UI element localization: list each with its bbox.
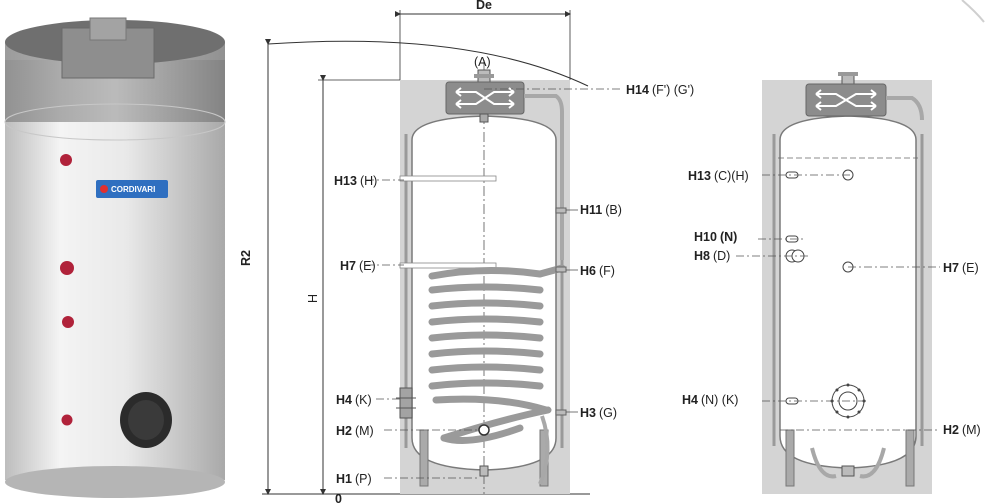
heating-coil [428, 264, 566, 444]
r2-label: R2 [239, 250, 253, 266]
front-h1-label: H1(P) [336, 472, 372, 486]
port-dot-1 [60, 154, 72, 166]
a-label: (A) [474, 55, 491, 69]
port-dot-4 [61, 414, 73, 426]
h2-port-icon [478, 424, 490, 436]
front-h2-label: H2(M) [336, 424, 374, 438]
side-h10-label: H10(N) [694, 230, 737, 244]
tank-base [5, 466, 225, 498]
brand-logo-text: CORDIVARI [111, 185, 155, 194]
exchanger-arrows-icon [455, 87, 515, 109]
side-h13-label: H13(C)(H) [688, 169, 749, 183]
brand-logo-icon [100, 185, 108, 193]
front-h3-label: H3(G) [580, 406, 617, 420]
h4-thermostat [399, 387, 413, 419]
top-fitting [89, 17, 127, 41]
side-h2-label: H2(M) [943, 423, 981, 437]
brand-label: CORDIVARI [96, 180, 168, 198]
front-h11-label: H11(B) [580, 203, 622, 217]
front-h6-label: H6(F) [580, 264, 615, 278]
product-photo: CORDIVARI [4, 17, 226, 498]
side-tank [779, 115, 917, 469]
side-exchanger-arrows-icon [815, 89, 877, 111]
front-drawing: De R2 H 0 (A) [239, 0, 694, 504]
de-label: De [476, 0, 492, 12]
side-drawing: H13(C)(H) H10(N) H8(D) H7(E) H4(N) (K) H… [682, 72, 981, 494]
zero-label: 0 [335, 492, 342, 504]
side-h8-label: H8(D) [694, 249, 730, 263]
port-dot-2 [60, 261, 74, 275]
front-h14-label: H14(F') (G') [626, 83, 694, 97]
tank-body [5, 60, 225, 480]
r2-arc [267, 40, 589, 87]
side-h4-label: H4(N) (K) [682, 393, 738, 407]
side-leg-right [905, 429, 915, 487]
top-rim [4, 103, 226, 141]
front-h4-label: H4(K) [336, 393, 372, 407]
h-label: H [306, 294, 320, 303]
front-h7-label: H7(E) [340, 259, 376, 273]
corner-curl [961, 0, 985, 23]
side-h7-label: H7(E) [943, 261, 979, 275]
h13-tube [399, 175, 497, 182]
port-dot-3 [62, 316, 74, 328]
side-leg-left [785, 429, 795, 487]
front-h13-label: H13(H) [334, 174, 377, 188]
h7-tube [399, 262, 497, 269]
